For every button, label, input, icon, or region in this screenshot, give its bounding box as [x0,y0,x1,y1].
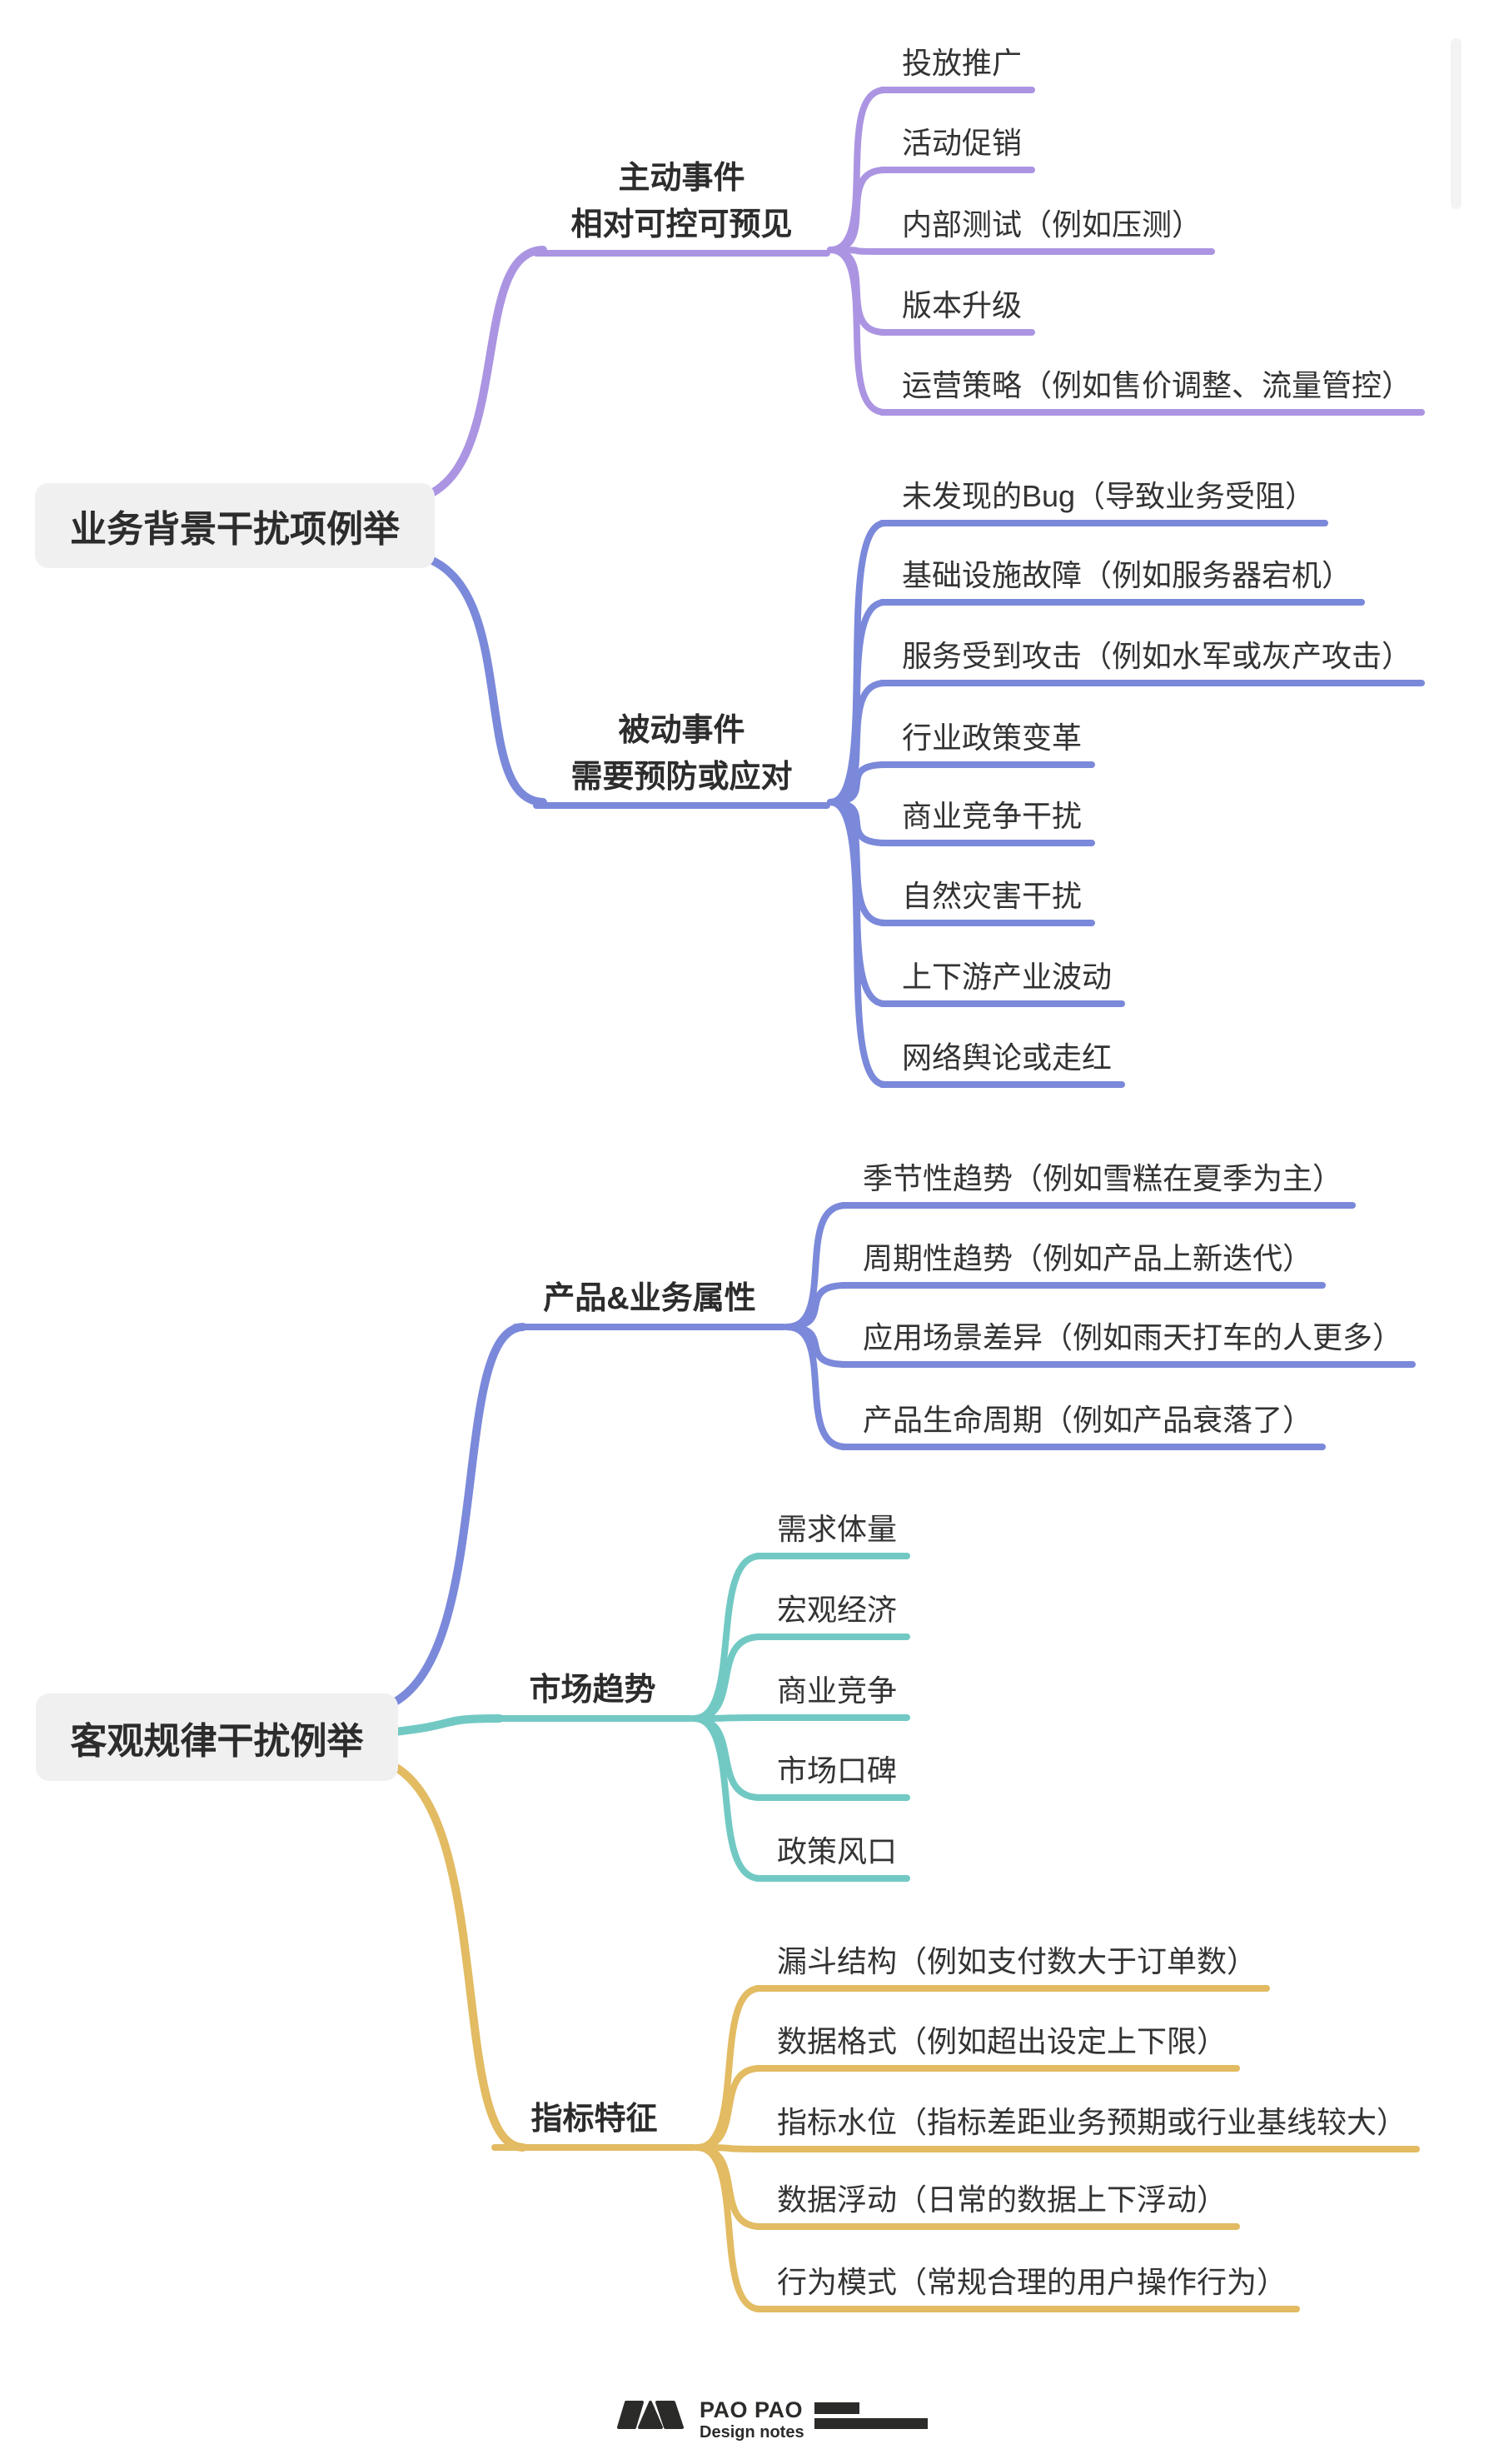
node-underline [839,1444,1327,1450]
node-passive-2[interactable]: 基础设施故障（例如服务器宕机） [879,556,1366,606]
branch-underline [533,802,830,809]
node-underline [879,680,1426,686]
connector-root2-market [383,1714,504,1737]
node-underline [879,87,1036,93]
node-active-4[interactable]: 版本升级 [879,286,1036,336]
branch-label-passive[interactable]: 被动事件 需要预防或应对 [533,709,830,809]
root-node-objective-label: 客观规律干扰例举 [70,1720,364,1762]
node-underline [754,1794,911,1801]
node-passive-5[interactable]: 商业竞争干扰 [879,796,1096,846]
connector-root2-product [372,1323,527,1713]
node-passive-6[interactable]: 自然灾害干扰 [879,876,1096,926]
node-underline [754,2146,1421,2152]
node-product-3[interactable]: 应用场景差异（例如雨天打车的人更多） [839,1318,1417,1368]
node-market-3[interactable]: 商业竞争 [754,1671,911,1721]
branch-underline [491,2144,697,2151]
node-underline [754,2223,1241,2230]
logo-title: PAO PAO [700,2397,804,2422]
branch-underline [512,1324,787,1330]
logo-subtitle: Design notes [700,2423,804,2442]
node-product-2[interactable]: 周期性趋势（例如产品上新迭代） [839,1239,1327,1289]
root-node-business[interactable]: 业务背景干扰项例举 [35,483,435,568]
node-market-1[interactable]: 需求体量 [754,1509,911,1559]
paopao-logo-text: PAO PAO Design notes [700,2397,804,2442]
node-underline [754,2306,1301,2312]
root-node-objective[interactable]: 客观规律干扰例举 [36,1693,398,1781]
node-underline [879,520,1329,526]
node-underline [754,1553,911,1559]
node-underline [754,1985,1271,1992]
scrollbar-thumb[interactable] [1451,38,1462,209]
branch-label-active[interactable]: 主动事件 相对可控可预见 [533,157,830,257]
node-metric-5[interactable]: 行为模式（常规合理的用户操作行为） [754,2262,1301,2312]
branch-label-market[interactable]: 市场趋势 [491,1668,694,1722]
node-active-1[interactable]: 投放推广 [879,43,1036,93]
node-underline [839,1282,1327,1289]
node-underline [754,1714,911,1721]
connector-root2-metric [372,1755,527,2152]
node-market-2[interactable]: 宏观经济 [754,1590,911,1640]
node-underline [754,2065,1241,2072]
node-underline [839,1202,1357,1209]
root-node-business-label: 业务背景干扰项例举 [70,509,400,550]
node-underline [879,167,1036,173]
node-underline [879,248,1216,255]
node-underline [879,920,1096,926]
node-underline [879,761,1096,768]
node-active-3[interactable]: 内部测试（例如压测） [879,205,1216,255]
logo-bar-long [814,2418,928,2429]
node-underline [879,840,1096,846]
node-active-2[interactable]: 活动促销 [879,123,1036,173]
node-underline [839,1361,1417,1368]
paopao-logo-icon [617,2401,684,2429]
branch-underline [533,250,830,257]
node-underline [879,1000,1126,1007]
paopao-logo: PAO PAO Design notes [615,2399,928,2441]
node-underline [879,599,1366,606]
node-active-5[interactable]: 运营策略（例如售价调整、流量管控） [879,366,1426,416]
node-passive-1[interactable]: 未发现的Bug（导致业务受阻） [879,476,1329,526]
logo-bars [814,2402,928,2429]
branch-label-metric[interactable]: 指标特征 [491,2097,697,2151]
connector-root1-active [408,246,547,504]
node-underline [879,409,1426,416]
node-metric-1[interactable]: 漏斗结构（例如支付数大于订单数） [754,1942,1271,1992]
node-underline [754,1634,911,1640]
branch-underline [491,1715,694,1722]
node-passive-7[interactable]: 上下游产业波动 [879,957,1126,1007]
node-market-4[interactable]: 市场口碑 [754,1751,911,1801]
connector-root1-passive [411,551,547,806]
node-passive-3[interactable]: 服务受到攻击（例如水军或灰产攻击） [879,636,1426,686]
node-passive-4[interactable]: 行业政策变革 [879,718,1096,768]
node-metric-3[interactable]: 指标水位（指标差距业务预期或行业基线较大） [754,2102,1421,2152]
node-underline [879,1081,1126,1088]
node-underline [754,1875,911,1882]
node-metric-2[interactable]: 数据格式（例如超出设定上下限） [754,2022,1241,2072]
node-market-5[interactable]: 政策风口 [754,1832,911,1882]
node-underline [879,329,1036,336]
node-metric-4[interactable]: 数据浮动（日常的数据上下浮动） [754,2180,1241,2230]
branch-label-product[interactable]: 产品&业务属性 [512,1277,787,1330]
logo-bar-short [814,2402,859,2414]
node-passive-8[interactable]: 网络舆论或走红 [879,1038,1126,1088]
node-product-1[interactable]: 季节性趋势（例如雪糕在夏季为主） [839,1159,1357,1209]
node-product-4[interactable]: 产品生命周期（例如产品衰落了） [839,1400,1327,1450]
